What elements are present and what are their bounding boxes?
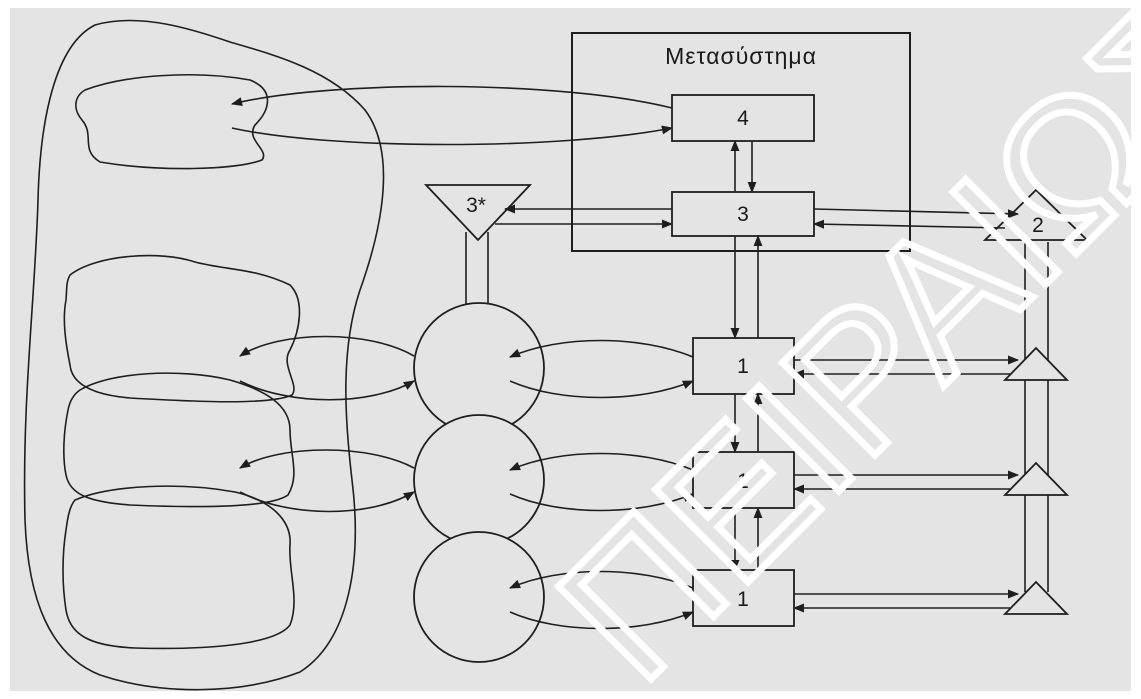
operation-circle-mid [414, 415, 544, 545]
operation-circle-bottom [414, 532, 544, 662]
metasystem-label: Μετασύστημα [665, 43, 817, 69]
system-3-label: 3 [737, 203, 749, 226]
system-3-star-label: 3* [466, 194, 486, 217]
system-4-label: 4 [737, 107, 749, 130]
operation-circle-top [414, 303, 544, 433]
